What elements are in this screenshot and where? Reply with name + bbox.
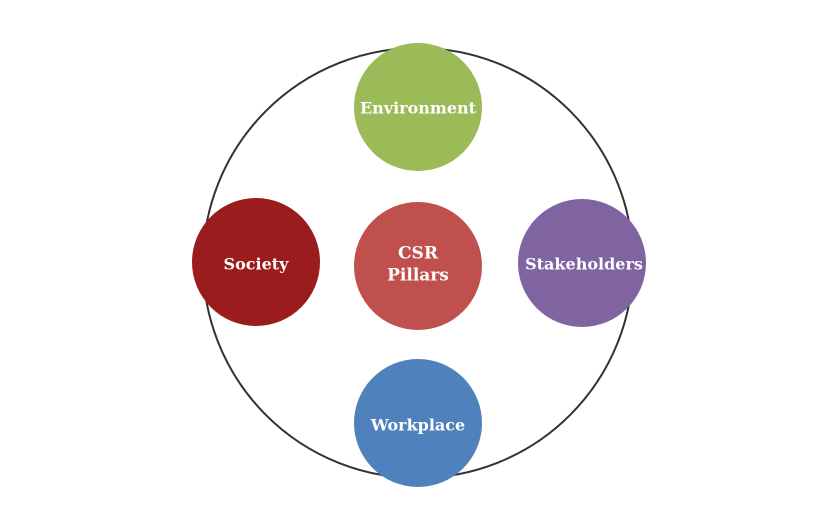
node-stakeholders-circle: [518, 199, 646, 327]
node-workplace-circle: [354, 359, 482, 487]
center-label-line1: CSR: [398, 244, 439, 264]
node-environment-label: Environment: [360, 99, 477, 118]
node-workplace-label: Workplace: [370, 416, 465, 435]
node-stakeholders-label: Stakeholders: [525, 255, 643, 274]
node-workplace: Workplace: [354, 359, 482, 487]
node-society-label: Society: [224, 255, 290, 274]
center-label-line2: Pillars: [387, 266, 449, 286]
node-society: Society: [192, 198, 320, 326]
node-stakeholders: Stakeholders: [518, 199, 646, 327]
center-node-circle: [354, 202, 482, 330]
center-node: CSR Pillars: [354, 202, 482, 330]
node-environment: Environment: [354, 43, 482, 171]
node-society-circle: [192, 198, 320, 326]
node-environment-circle: [354, 43, 482, 171]
